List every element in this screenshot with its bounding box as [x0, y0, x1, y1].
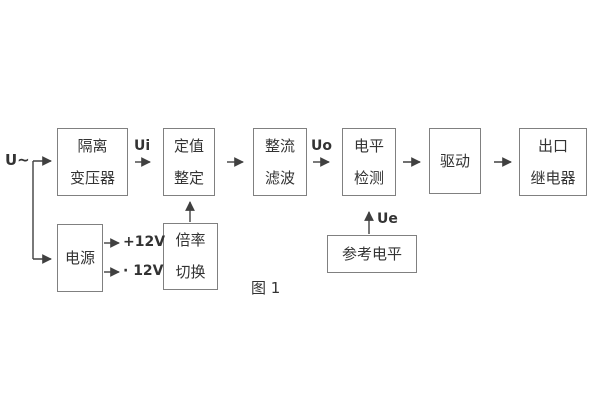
- block-label: 整流: [264, 136, 295, 155]
- block-label: 变压器: [69, 168, 115, 187]
- block-label: 隔离: [77, 136, 108, 155]
- block-label: 定值: [173, 136, 204, 155]
- block-setpoint-setting: 定值 整定: [163, 128, 215, 196]
- signal-label-uo: Uo: [311, 138, 332, 154]
- figure-caption: 图 1: [251, 279, 281, 297]
- block-label: 整定: [173, 168, 204, 187]
- power-rail-plus12v-label: +12V: [123, 234, 166, 250]
- power-rail-minus12v-label: · 12V: [123, 263, 164, 279]
- block-label: 滤波: [264, 168, 295, 187]
- block-label: 继电器: [530, 168, 576, 187]
- block-label: 参考电平: [341, 244, 402, 263]
- block-driver: 驱动: [429, 128, 481, 194]
- signal-label-ui: Ui: [134, 138, 151, 154]
- block-isolation-transformer: 隔离 变压器: [57, 128, 128, 196]
- block-label: 切换: [175, 263, 206, 281]
- block-power-supply: 电源: [57, 224, 103, 292]
- input-voltage-label: U~: [5, 151, 30, 169]
- block-label: 驱动: [439, 151, 470, 170]
- block-ratio-switching: 倍率 切换: [163, 223, 218, 290]
- block-label: 电源: [64, 248, 95, 267]
- block-label: 电平: [353, 136, 384, 155]
- signal-label-ue: Ue: [377, 211, 398, 227]
- block-label: 出口: [537, 136, 568, 155]
- block-reference-level: 参考电平: [327, 235, 417, 273]
- block-label: 倍率: [175, 231, 206, 249]
- block-label: 检测: [353, 168, 384, 187]
- block-level-detection: 电平 检测: [342, 128, 396, 196]
- block-output-relay: 出口 继电器: [519, 128, 587, 196]
- block-rectifier-filter: 整流 滤波: [253, 128, 307, 196]
